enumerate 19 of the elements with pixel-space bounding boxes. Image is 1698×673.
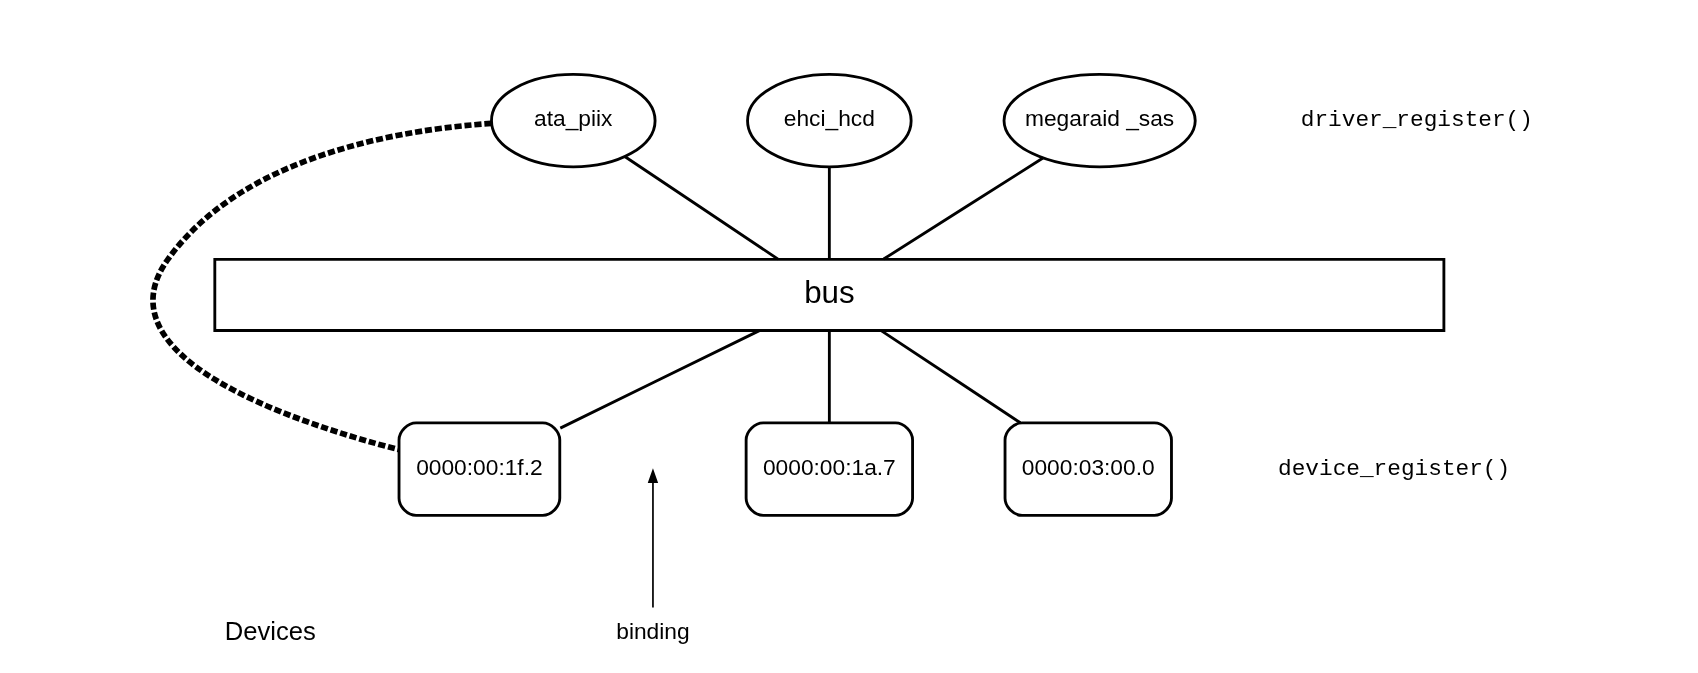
label: device_register() xyxy=(1277,455,1510,482)
connector xyxy=(623,155,779,261)
connector xyxy=(827,330,831,423)
label: driver_register() xyxy=(1300,107,1533,134)
connector xyxy=(149,120,491,453)
arrow xyxy=(647,468,658,609)
node-box: 0000:03:00.0 xyxy=(1003,421,1173,517)
node-box: bus xyxy=(212,257,1445,332)
node-ellipse: megaraid _sas xyxy=(1002,73,1197,169)
connector xyxy=(827,167,831,260)
connector xyxy=(882,156,1044,261)
connector xyxy=(559,329,760,430)
node-ellipse: ehci_hcd xyxy=(745,73,913,169)
node-ellipse: ata_piix xyxy=(489,73,656,169)
node-box: 0000:00:1f.2 xyxy=(397,421,561,517)
node-text: binding xyxy=(615,617,690,644)
label: Devices xyxy=(224,616,316,645)
node-box: 0000:00:1a.7 xyxy=(744,421,914,517)
connector xyxy=(879,329,1021,424)
